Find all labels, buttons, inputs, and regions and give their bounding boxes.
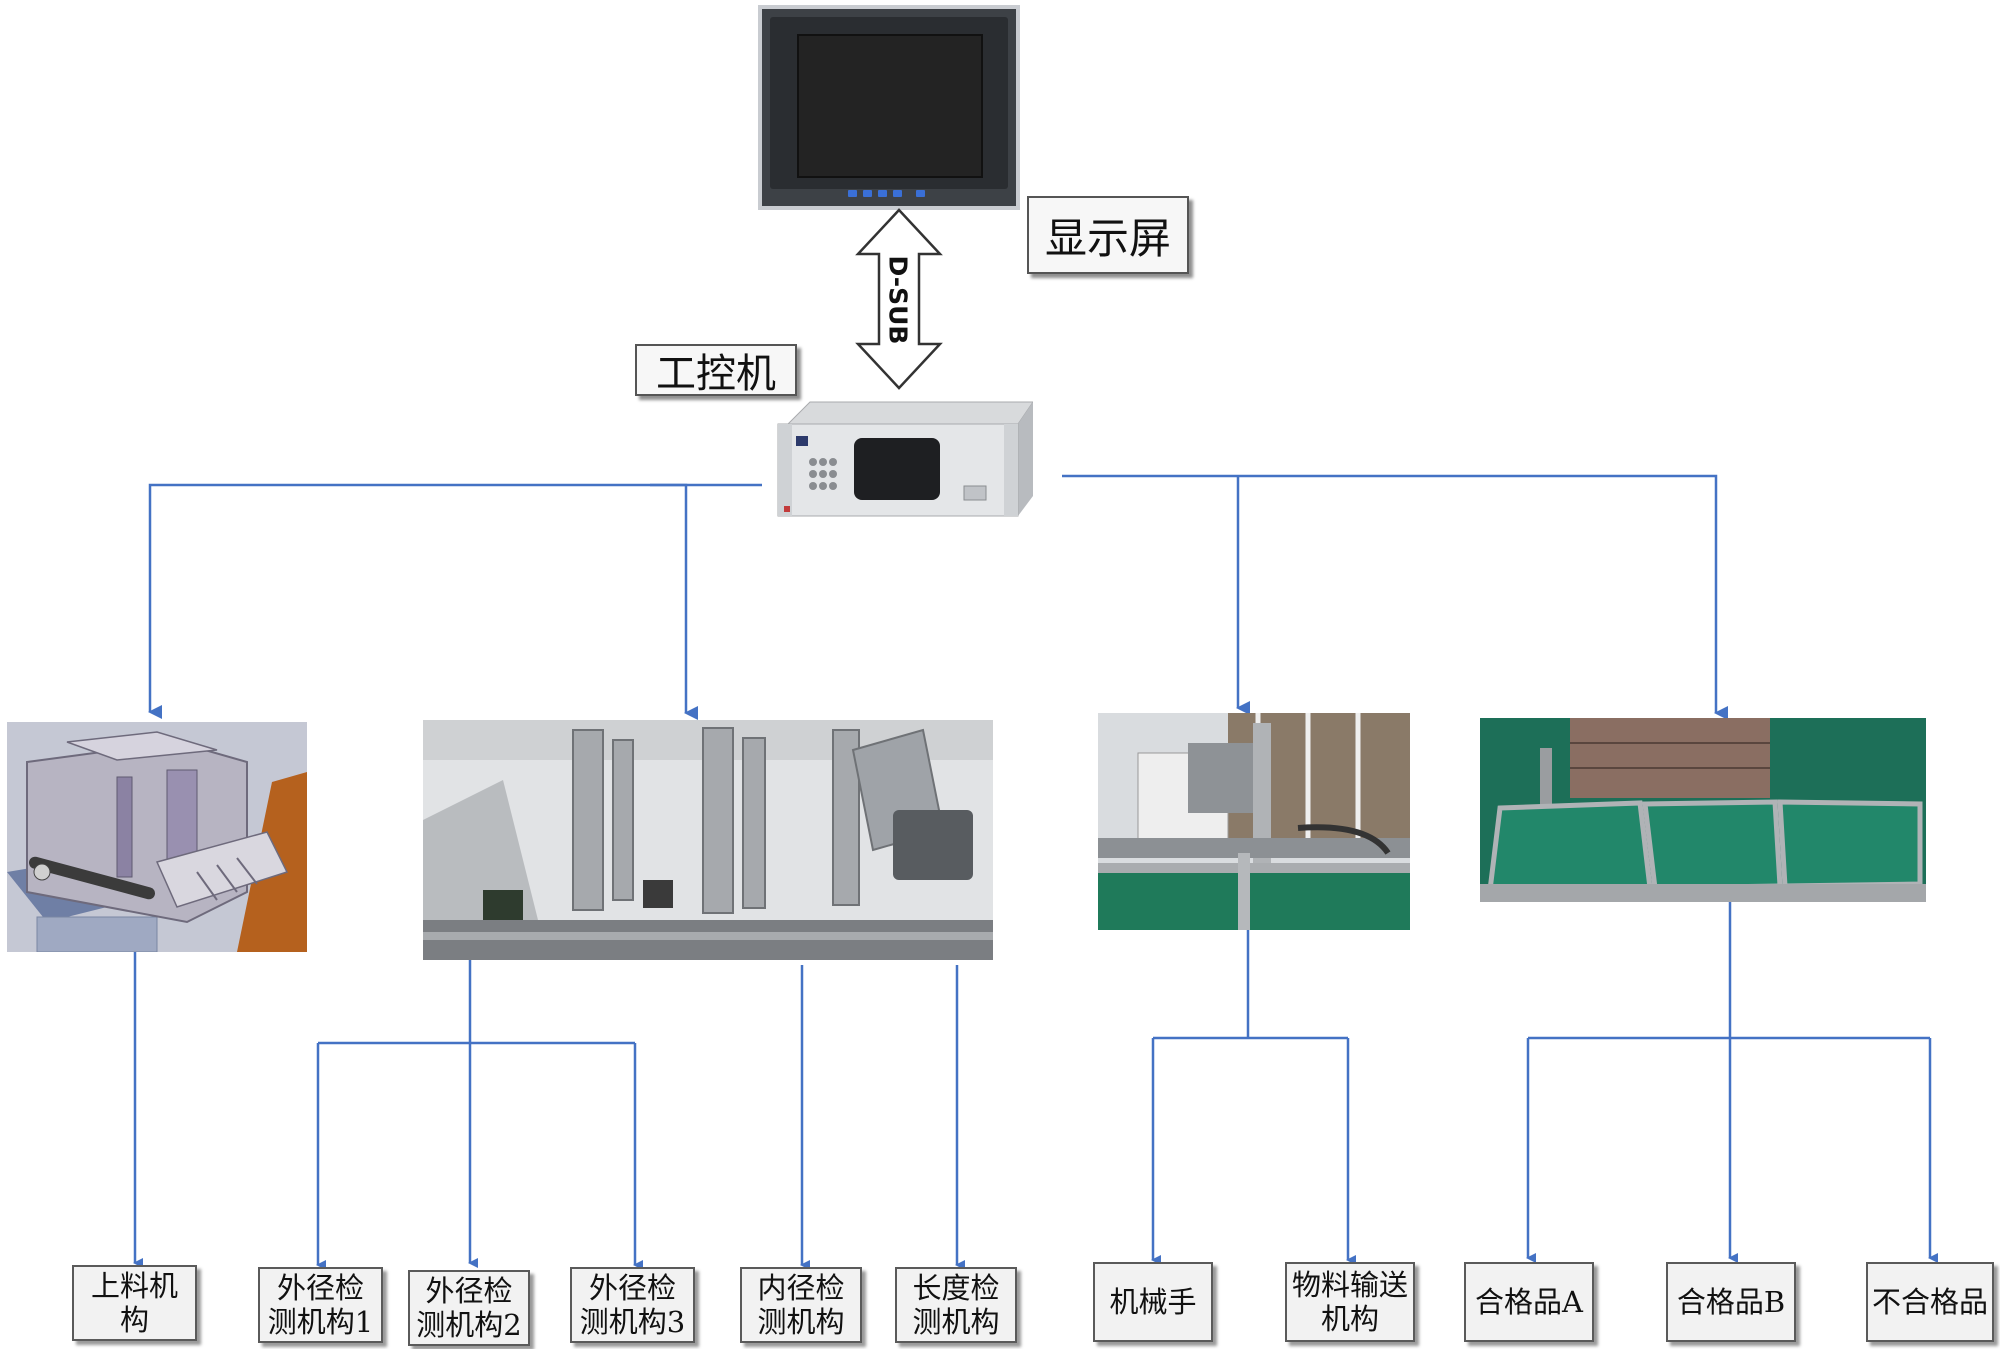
box-line: 外径检 bbox=[276, 1271, 364, 1305]
id-mechanism-box: 内径检测机构 bbox=[740, 1267, 862, 1343]
box-line: 物料输送 bbox=[1291, 1268, 1408, 1302]
display-label-box: 显示屏 bbox=[1027, 196, 1189, 274]
detection-module-photo bbox=[423, 720, 993, 960]
box-line: 外径检 bbox=[425, 1274, 513, 1308]
display-label: 显示屏 bbox=[1044, 213, 1171, 263]
box-line: 外径检 bbox=[588, 1271, 676, 1305]
monitor-image bbox=[758, 5, 1020, 210]
ipc-label: 工控机 bbox=[656, 351, 776, 397]
dsub-label: D-SUB bbox=[883, 255, 913, 345]
od-mechanism-1-box: 外径检测机构1 bbox=[258, 1267, 383, 1343]
box-line: 上料机 bbox=[90, 1269, 178, 1303]
manipulator-module-photo bbox=[1098, 713, 1410, 930]
box-line: 机械手 bbox=[1109, 1285, 1197, 1319]
box-line: 机构 bbox=[1320, 1302, 1379, 1336]
box-line: 内径检 bbox=[757, 1271, 845, 1305]
od-mechanism-2-box: 外径检测机构2 bbox=[408, 1270, 530, 1346]
conveyor-mechanism-box: 物料输送机构 bbox=[1285, 1262, 1415, 1342]
box-line: 不合格品 bbox=[1872, 1285, 1989, 1319]
box-line: 测机构3 bbox=[579, 1305, 686, 1339]
loading-module-photo bbox=[7, 722, 307, 952]
unqualified-box: 不合格品 bbox=[1866, 1262, 1994, 1342]
industrial-pc-image bbox=[777, 401, 1033, 517]
box-line: 测机构 bbox=[757, 1305, 845, 1339]
box-line: 构 bbox=[119, 1303, 149, 1337]
sorting-bins-photo bbox=[1480, 718, 1926, 902]
box-line: 合格品B bbox=[1676, 1285, 1786, 1319]
qualified-a-box: 合格品A bbox=[1464, 1262, 1594, 1342]
manipulator-box: 机械手 bbox=[1093, 1262, 1213, 1342]
box-line: 合格品A bbox=[1475, 1285, 1583, 1319]
box-line: 测机构1 bbox=[267, 1305, 374, 1339]
dsub-double-arrow bbox=[855, 208, 943, 390]
length-mechanism-box: 长度检测机构 bbox=[895, 1267, 1017, 1343]
qualified-b-box: 合格品B bbox=[1666, 1262, 1796, 1342]
box-line: 测机构 bbox=[912, 1305, 1000, 1339]
box-line: 测机构2 bbox=[416, 1308, 522, 1342]
box-line: 长度检 bbox=[912, 1271, 1000, 1305]
ipc-label-box: 工控机 bbox=[635, 344, 797, 397]
loading-mechanism-box: 上料机构 bbox=[72, 1265, 197, 1341]
od-mechanism-3-box: 外径检测机构3 bbox=[570, 1267, 695, 1343]
